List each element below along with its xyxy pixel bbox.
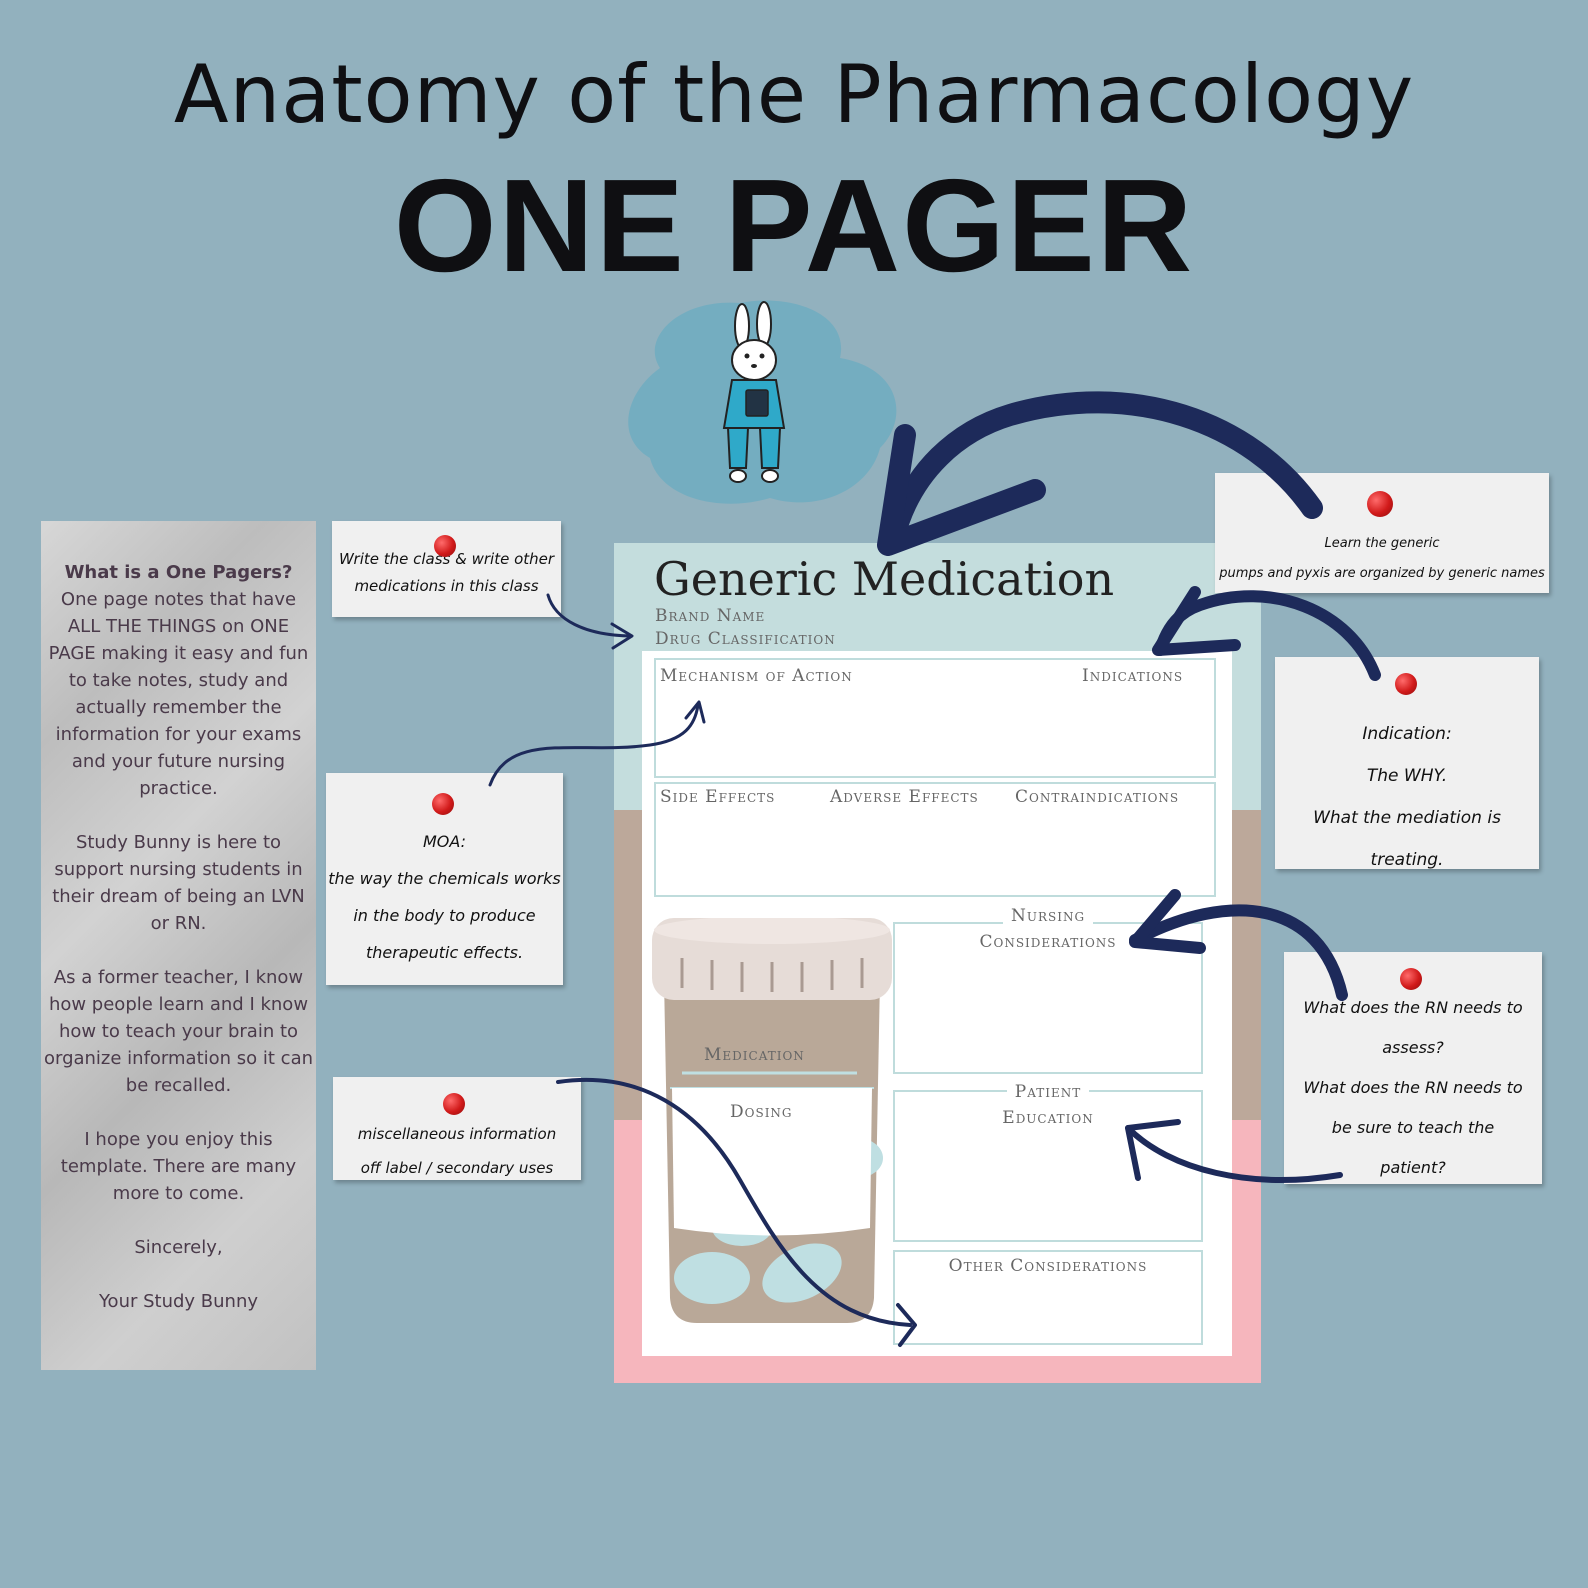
dosing-label: Dosing — [730, 1102, 793, 1122]
moa-label: Mechanism of Action — [660, 666, 853, 686]
note-moa-line1: MOA: — [422, 832, 467, 851]
side-effects-label: Side Effects — [660, 787, 776, 807]
note-class-line1: Write the class & write other — [338, 550, 555, 568]
patient-label-line1: Patient — [1006, 1082, 1090, 1102]
contraindications-label: Contraindications — [1015, 787, 1180, 807]
note-misc-line2: off label / secondary uses — [360, 1159, 554, 1177]
note-rn-line5: patient? — [1380, 1158, 1446, 1177]
indications-label: Indications — [1082, 666, 1184, 686]
pushpin-icon — [1367, 491, 1393, 517]
intro-signature: Your Study Bunny — [98, 1291, 259, 1312]
pushpin-icon — [434, 535, 456, 557]
adverse-effects-label: Adverse Effects — [830, 787, 979, 807]
drug-classification-label: Drug Classification — [655, 629, 836, 649]
note-generic-line2: pumps and pyxis are organized by generic… — [1219, 566, 1545, 581]
moa-box — [654, 658, 1216, 778]
pushpin-icon — [1395, 673, 1417, 695]
pushpin-icon — [1400, 968, 1422, 990]
medication-label: Medication — [704, 1045, 805, 1065]
intro-paragraph-1: One page notes that have ALL THE THINGS … — [48, 589, 309, 799]
arrow-generic-head — [877, 424, 1046, 556]
other-considerations-box — [893, 1250, 1203, 1345]
note-rn-line4: be sure to teach the — [1331, 1118, 1495, 1137]
intro-paragraph-2: Study Bunny is here to support nursing s… — [52, 832, 305, 934]
intro-question: What is a One Pagers? — [64, 562, 293, 583]
note-generic-line1: Learn the generic — [1324, 536, 1440, 551]
note-moa-line3: in the body to produce — [353, 906, 536, 925]
note-moa-line4: therapeutic effects. — [365, 943, 524, 962]
note-indication-line4: treating. — [1370, 850, 1444, 870]
note-misc: miscellaneous information off label / se… — [333, 1077, 581, 1180]
brand-name-label: Brand Name — [655, 606, 766, 626]
note-indication-line3: What the mediation is — [1313, 808, 1501, 828]
pill-bottle-illustration — [652, 918, 892, 1323]
note-moa-line2: the way the chemicals works — [328, 869, 561, 888]
intro-closing: Sincerely, — [134, 1237, 223, 1258]
generic-medication-heading: Generic Medication — [654, 552, 1115, 606]
note-generic: Learn the generic pumps and pyxis are or… — [1215, 473, 1549, 593]
note-rn-line1: What does the RN needs to — [1303, 998, 1523, 1017]
other-considerations-label: Other Considerations — [948, 1256, 1148, 1276]
note-moa: MOA: the way the chemicals works in the … — [326, 773, 563, 985]
intro-paper: What is a One Pagers? One page notes that… — [41, 521, 316, 1370]
page-title: Anatomy of the Pharmacology — [173, 48, 1415, 141]
pushpin-icon — [443, 1093, 465, 1115]
note-class-line2: medications in this class — [354, 577, 539, 595]
effects-box — [654, 782, 1216, 897]
nursing-label-line2: Considerations — [971, 932, 1125, 952]
note-indication-line1: Indication: — [1362, 724, 1452, 744]
note-class: Write the class & write other medication… — [332, 521, 561, 617]
note-rn-line2: assess? — [1382, 1038, 1444, 1057]
note-rn: What does the RN needs to assess? What d… — [1284, 952, 1542, 1184]
patient-label-line2: Education — [994, 1108, 1102, 1128]
pushpin-icon — [432, 793, 454, 815]
page-subtitle: ONE PAGER — [393, 152, 1195, 299]
note-misc-line1: miscellaneous information — [357, 1125, 557, 1143]
intro-paragraph-4: I hope you enjoy this template. There ar… — [60, 1129, 297, 1204]
note-rn-line3: What does the RN needs to — [1303, 1078, 1523, 1097]
study-bunny-illustration — [628, 300, 897, 504]
intro-paragraph-3: As a former teacher, I know how people l… — [43, 967, 314, 1096]
note-indication-line2: The WHY. — [1366, 766, 1448, 786]
nursing-label-line1: Nursing — [1002, 906, 1094, 926]
note-indication: Indication: The WHY. What the mediation … — [1275, 657, 1539, 870]
